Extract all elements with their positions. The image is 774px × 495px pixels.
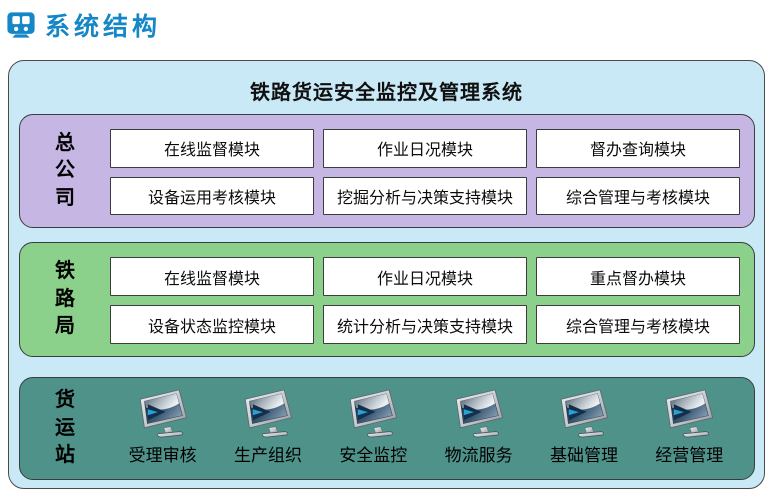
tier-station-terminals: 受理审核 生产组织 安全监控 物流服务 基础管理 经营管理 [110,378,754,479]
diagram-title: 铁路货运安全监控及管理系统 [250,82,523,104]
page-title: 系统结构 [45,13,162,41]
module-box: 作业日况模块 [323,129,527,168]
monitor-icon [241,388,295,439]
module-box: 统计分析与决策支持模块 [323,305,527,344]
tier-station-label-col: 货运站 [20,378,110,479]
module-box: 督办查询模块 [536,129,740,168]
monitor-icon [662,388,716,439]
tier-company: 总公司 在线监督模块 作业日况模块 督办查询模块 设备运用考核模块 挖掘分析与决… [19,114,755,228]
system-diagram-panel: 铁路货运安全监控及管理系统 总公司 在线监督模块 作业日况模块 督办查询模块 设… [8,60,765,489]
terminal-label: 经营管理 [655,445,724,465]
module-box: 设备状态监控模块 [110,305,314,344]
module-box: 重点督办模块 [536,257,740,296]
module-box: 挖掘分析与决策支持模块 [323,176,527,215]
module-box: 综合管理与考核模块 [536,176,740,215]
tier-bureau-modules: 在线监督模块 作业日况模块 重点督办模块 设备状态监控模块 统计分析与决策支持模… [110,243,754,356]
tier-company-label: 总公司 [55,131,75,209]
module-box: 在线监督模块 [110,257,314,296]
tier-bureau-label-col: 铁路局 [20,243,110,356]
terminal-label: 安全监控 [339,445,408,465]
terminal-item: 生产组织 [216,388,320,466]
terminal-item: 物流服务 [427,388,531,466]
terminal-label: 生产组织 [233,445,302,465]
train-icon [7,12,35,38]
page-header: 系统结构 [6,7,161,43]
monitor-icon [452,388,506,439]
monitor-icon [557,388,611,439]
terminal-label: 物流服务 [444,445,513,465]
tier-bureau-label: 铁路局 [55,260,75,338]
module-box: 综合管理与考核模块 [536,305,740,344]
module-box: 作业日况模块 [323,257,527,296]
monitor-icon [346,388,400,439]
terminal-item: 安全监控 [321,388,425,466]
tier-station: 货运站 受理审核 生产组织 安全监控 物流服务 基础管理 [19,377,755,480]
terminal-item: 经营管理 [637,388,741,466]
tier-company-modules: 在线监督模块 作业日况模块 督办查询模块 设备运用考核模块 挖掘分析与决策支持模… [110,115,754,227]
terminal-label: 基础管理 [549,445,618,465]
terminal-item: 基础管理 [532,388,636,466]
module-box: 设备运用考核模块 [110,176,314,215]
module-box: 在线监督模块 [110,129,314,168]
tier-company-label-col: 总公司 [20,115,110,227]
monitor-icon [136,388,190,439]
terminal-label: 受理审核 [128,445,197,465]
tier-station-label: 货运站 [55,389,75,467]
terminal-item: 受理审核 [111,388,215,466]
tier-bureau: 铁路局 在线监督模块 作业日况模块 重点督办模块 设备状态监控模块 统计分析与决… [19,242,755,357]
